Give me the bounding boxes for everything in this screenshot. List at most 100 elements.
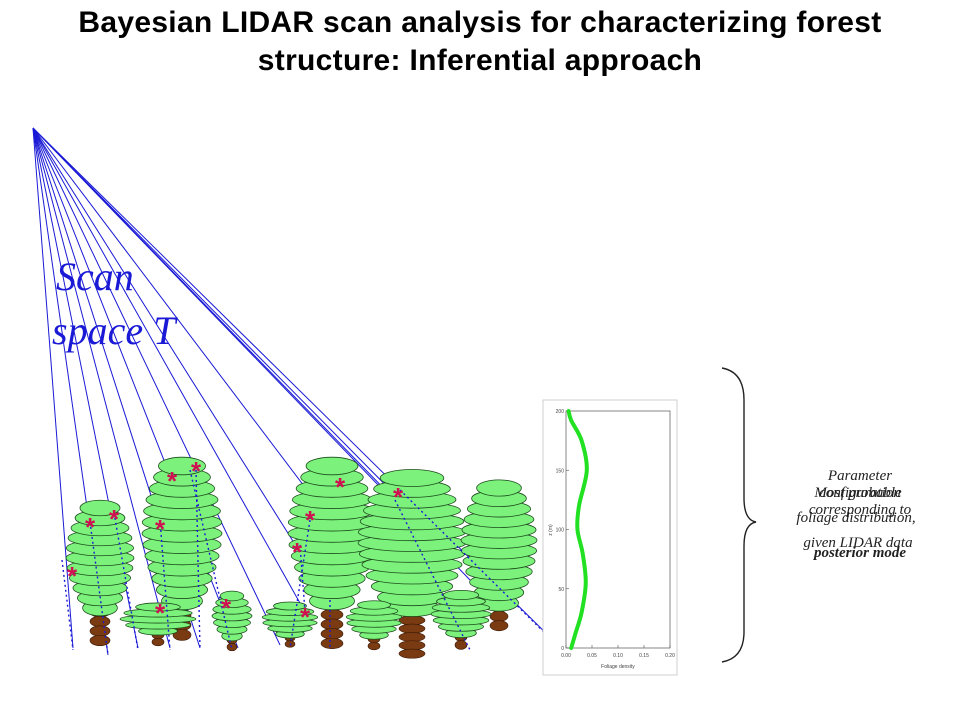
trunk-segment [89, 615, 111, 628]
y-tick-label: 100 [556, 528, 565, 534]
foliage-layer [273, 601, 307, 611]
x-axis-label: Foliage density [601, 664, 635, 670]
scan-ray [32, 127, 74, 649]
foliage-layer [442, 589, 480, 601]
hit-marker: * [292, 537, 303, 567]
slide-title: Bayesian LIDAR scan analysis for charact… [0, 4, 960, 80]
foliage-layer [219, 590, 245, 602]
dotted-ray [61, 559, 74, 651]
chart-panel [542, 399, 678, 676]
foliage-layer [476, 479, 522, 497]
right-curly-brace [721, 367, 757, 663]
tree [119, 602, 197, 647]
title-line-2: structure: Inferential approach [257, 44, 703, 77]
foliage-profile-chart: 0.00 0.05 0.10 0.15 0.20 0 50 100 150 200 Foliag… [542, 399, 678, 676]
tree [211, 590, 253, 652]
annotation-b-line-1: Most probable [813, 485, 902, 501]
x-tick-label: 0.20 [665, 653, 675, 659]
trunk-segment [320, 628, 344, 640]
foliage-layer [305, 456, 359, 476]
trunk-segment [398, 632, 426, 642]
trunk-segment [172, 629, 192, 641]
trees [65, 456, 538, 659]
hit-marker: * [155, 514, 166, 544]
foliage-layer [135, 602, 181, 612]
scan-ray [32, 127, 421, 521]
x-tick-label: 0.10 [613, 653, 623, 659]
foliage-layer [79, 499, 121, 517]
x-tick-label: 0.05 [587, 653, 597, 659]
most-probable-annotation: Most probable foliage distribution, give… [796, 485, 915, 551]
tree [287, 456, 377, 649]
hit-marker: * [300, 602, 311, 632]
annotation-b-line-3: given LIDAR data [803, 535, 912, 551]
trunk-segment [398, 648, 426, 659]
annotation-a-line-3: corresponding to [809, 502, 912, 518]
hit-marker: * [85, 512, 96, 542]
tree [261, 601, 319, 648]
y-tick-label: 50 [558, 587, 564, 593]
trunk-segment [398, 640, 426, 651]
y-axis-label: z (m) [548, 524, 554, 536]
trunk-segment [454, 640, 468, 650]
foliage-profile-line [566, 409, 589, 650]
trunk-segment [398, 623, 426, 634]
dotted-ray [289, 519, 311, 649]
tree [65, 499, 135, 647]
posterior-mode-annotation: Parameter configuration corresponding to… [809, 468, 912, 561]
trunk-segment [89, 634, 111, 647]
trunk-segment [151, 637, 165, 647]
scan-ray [32, 127, 281, 646]
scan-ray [32, 127, 306, 613]
hit-marker: * [67, 561, 78, 591]
dotted-ray [159, 519, 171, 651]
trunk-segment [489, 620, 509, 632]
y-tick-label: 0 [561, 646, 564, 652]
scan-label-line-2: space T [52, 308, 178, 353]
dotted-ray [189, 469, 233, 651]
hit-marker: * [167, 466, 178, 496]
annotation-b-line-2: foliage distribution, [796, 510, 915, 526]
x-tick-label: 0.00 [561, 653, 571, 659]
dotted-ray [299, 544, 306, 613]
hit-marker: * [393, 482, 404, 512]
trunk-segment [320, 637, 344, 649]
foliage-layer [158, 456, 206, 476]
tree [430, 589, 492, 650]
hit-marker: * [109, 504, 120, 534]
annotation-a-line-1: Parameter [827, 468, 892, 484]
dotted-ray-continuations [61, 469, 561, 656]
trunk-segment [89, 625, 111, 637]
dotted-ray [89, 521, 109, 656]
scan-ray [32, 127, 171, 649]
x-tick-label: 0.15 [639, 653, 649, 659]
y-tick-label: 150 [556, 468, 565, 474]
scan-label-line-1: Scan [56, 254, 134, 299]
hit-marker: * [191, 456, 202, 486]
trunk-segment [489, 610, 509, 622]
scan-rays [32, 127, 559, 656]
hit-marker: * [305, 505, 316, 535]
hit-marker: * [335, 472, 346, 502]
dotted-ray [113, 512, 139, 651]
hit-marker: * [155, 598, 166, 628]
foliage-layer [379, 469, 445, 487]
hit-marker: * [221, 593, 232, 623]
scan-ray [32, 127, 331, 601]
annotation-a-line-4: posterior mode [812, 545, 906, 561]
x-tick-labels: 0.00 0.05 0.10 0.15 0.20 [561, 645, 675, 659]
title-line-1: Bayesian LIDAR scan analysis for charact… [78, 6, 882, 39]
trunk-segment [398, 615, 426, 626]
y-tick-label: 200 [556, 409, 565, 415]
trunk-segment [367, 641, 381, 651]
foliage-layer [357, 600, 391, 610]
annotation-a-line-2: configuration [819, 485, 901, 501]
tree [141, 456, 223, 641]
tree [357, 469, 467, 659]
lidar-hit-markers: ************* [67, 456, 404, 632]
trunk-segment [320, 609, 344, 621]
tree [460, 479, 538, 632]
trunk-segment [320, 618, 344, 630]
tree [345, 600, 403, 651]
